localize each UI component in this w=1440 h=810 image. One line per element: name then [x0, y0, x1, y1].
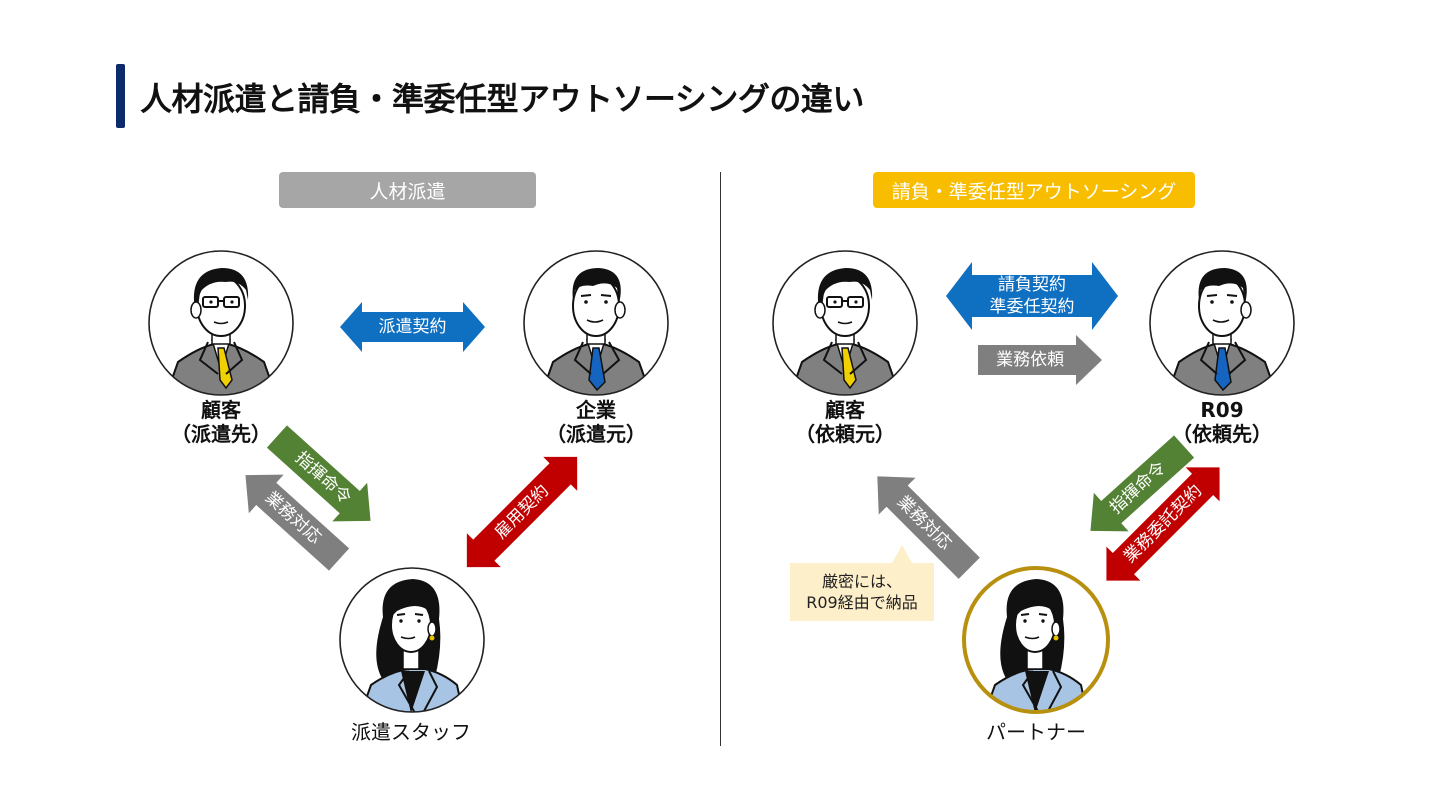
- client-role: （派遣先）: [171, 422, 271, 446]
- company-avatar: [523, 250, 669, 396]
- right-work-response-arrow: 業務対応: [872, 474, 980, 579]
- arrow-right-icon: [978, 335, 1102, 385]
- r09-role: （依頼先）: [1172, 422, 1272, 446]
- right-command-arrow: 指揮命令: [1086, 435, 1195, 536]
- employment-contract-arrow: 雇用契約: [466, 456, 578, 568]
- staff-avatar: [339, 567, 485, 713]
- right-client-name: 顧客: [825, 398, 865, 422]
- partner-avatar: [961, 565, 1111, 715]
- command-arrow: 指揮命令: [266, 425, 378, 528]
- contract-label: 請負契約 準委任契約: [990, 274, 1075, 318]
- work-request-label: 業務依頼: [996, 350, 1065, 370]
- contract-label-line1: 請負契約: [998, 275, 1066, 295]
- client-avatar: [148, 250, 294, 396]
- woman-icon: [339, 567, 485, 713]
- client-name: 顧客: [201, 398, 241, 422]
- delivery-note: 厳密には、 R09経由で納品: [790, 563, 934, 621]
- arrow-down-left-icon: [1090, 435, 1195, 532]
- arrow-up-left-icon: [877, 476, 980, 579]
- dispatch-contract-arrow: 派遣契約: [340, 302, 485, 352]
- section-tag-staffing: 人材派遣: [279, 172, 536, 208]
- section-tag-outsourcing: 請負・準委任型アウトソーシング: [873, 172, 1195, 208]
- company-name: 企業: [576, 398, 616, 422]
- partner-name: パートナー: [986, 720, 1086, 744]
- contract-label-line2: 準委任契約: [989, 297, 1075, 317]
- right-client-label: 顧客 （依頼元）: [795, 398, 895, 446]
- double-arrow-icon: [946, 262, 1118, 330]
- staff-name: 派遣スタッフ: [351, 720, 471, 744]
- r09-label: R09 （依頼先）: [1172, 398, 1272, 446]
- partner-label: パートナー: [986, 720, 1086, 744]
- company-label: 企業 （派遣元）: [546, 398, 646, 446]
- double-arrow-diagonal-icon: [466, 456, 578, 568]
- right-client-role: （依頼元）: [795, 422, 895, 446]
- arrow-up-left-icon: [245, 474, 350, 571]
- r09-name: R09: [1200, 398, 1244, 422]
- dispatch-contract-label: 派遣契約: [378, 317, 447, 337]
- outsourcing-contract-arrow: 業務委託契約: [1106, 466, 1220, 582]
- double-arrow-diagonal-icon: [1106, 467, 1220, 581]
- double-arrow-icon: [340, 302, 485, 352]
- r09-avatar: [1149, 250, 1295, 396]
- company-role: （派遣元）: [546, 422, 646, 446]
- woman-icon: [962, 566, 1110, 714]
- man-glasses-icon: [148, 250, 294, 396]
- contract-arrow: 請負契約 準委任契約: [946, 262, 1118, 330]
- staff-label: 派遣スタッフ: [351, 720, 471, 744]
- note-callout-tail: [892, 545, 912, 563]
- work-response-arrow: 業務対応: [238, 468, 350, 571]
- man-blue-tie-icon: [523, 250, 669, 396]
- page-title: 人材派遣と請負・準委任型アウトソーシングの違い: [140, 80, 864, 118]
- right-client-avatar: [772, 250, 918, 396]
- work-request-arrow: 業務依頼: [978, 335, 1102, 385]
- man-glasses-icon: [772, 250, 918, 396]
- client-label: 顧客 （派遣先）: [171, 398, 271, 446]
- man-blue-tie-icon: [1149, 250, 1295, 396]
- note-line2: R09経由で納品: [806, 593, 918, 612]
- panel-divider: [720, 172, 721, 746]
- arrow-down-right-icon: [266, 425, 371, 522]
- title-accent-bar: [116, 64, 125, 128]
- note-line1: 厳密には、: [821, 572, 902, 591]
